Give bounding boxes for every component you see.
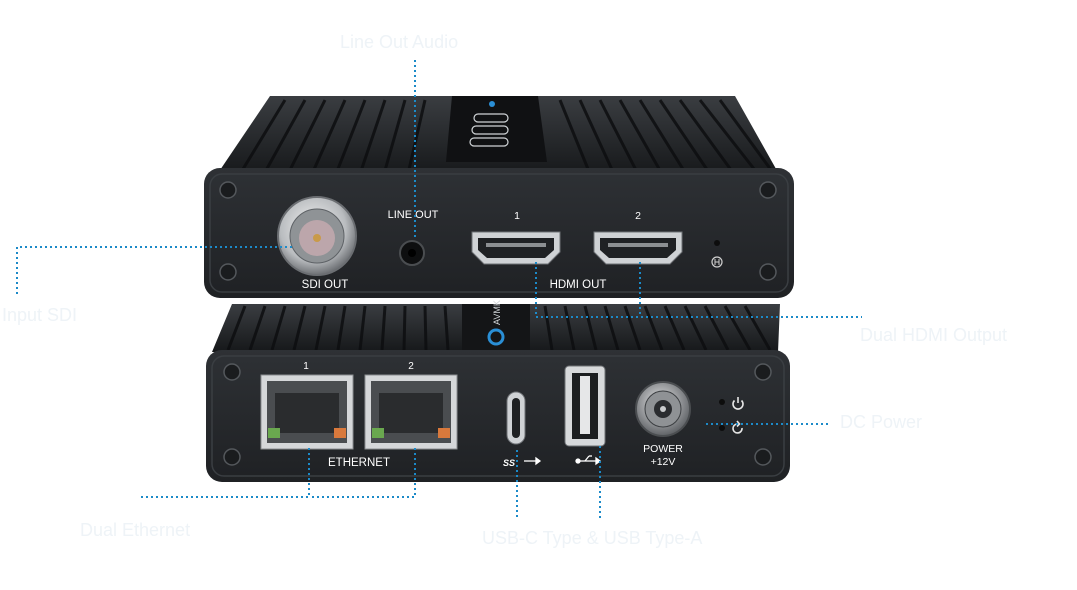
callout-dc-power: DC Power: [840, 412, 923, 432]
front-unit: LINE OUT 1 2 SDI OUT HDMI OUT: [204, 96, 794, 298]
rear-logo-text: AVMK: [492, 300, 502, 325]
ethernet-port-1[interactable]: [260, 374, 354, 450]
hdmi-port-2-number: 2: [635, 210, 641, 222]
callout-line-out-audio: Line Out Audio: [340, 32, 459, 52]
hdmi-port-1[interactable]: [471, 231, 561, 265]
hdmi-port-2[interactable]: [593, 231, 683, 265]
callout-usb-ports: USB-C Type & USB Type-A: [482, 528, 703, 548]
callout-dual-hdmi-output: Dual HDMI Output: [860, 325, 1008, 345]
status-led: [719, 425, 725, 431]
line-out-jack[interactable]: [399, 240, 425, 266]
usb-c-symbol-icon: [524, 456, 542, 466]
power-voltage-label: +12V: [651, 456, 676, 468]
ethernet-port-2[interactable]: [364, 374, 458, 450]
rear-unit: AVMK: [206, 300, 790, 482]
hdmi-port-1-number: 1: [514, 210, 520, 222]
callout-lines: [16, 60, 862, 520]
line-out-label: LINE OUT: [388, 209, 439, 221]
sdi-out-label: SDI OUT: [302, 279, 349, 291]
sdi-bnc-connector[interactable]: [277, 196, 357, 276]
power-icon: [732, 397, 744, 410]
power-label: POWER: [643, 443, 683, 455]
usb-a-symbol-icon: [575, 455, 602, 466]
usb-c-label: SS: [503, 458, 515, 468]
usb-c-port[interactable]: [506, 391, 526, 445]
power-led: [719, 399, 725, 405]
ethernet-port-1-number: 1: [303, 361, 309, 372]
hotkey-icon: [711, 256, 723, 268]
callout-dual-ethernet: Dual Ethernet: [80, 520, 191, 540]
usb-a-port[interactable]: [564, 365, 606, 447]
refresh-icon: [732, 420, 743, 434]
hdmi-out-label: HDMI OUT: [550, 279, 607, 291]
ethernet-port-2-number: 2: [408, 361, 414, 372]
front-led: [714, 240, 720, 246]
ethernet-label: ETHERNET: [328, 457, 390, 469]
power-jack[interactable]: [635, 381, 691, 437]
callout-input-sdi: Input SDI: [2, 305, 78, 325]
